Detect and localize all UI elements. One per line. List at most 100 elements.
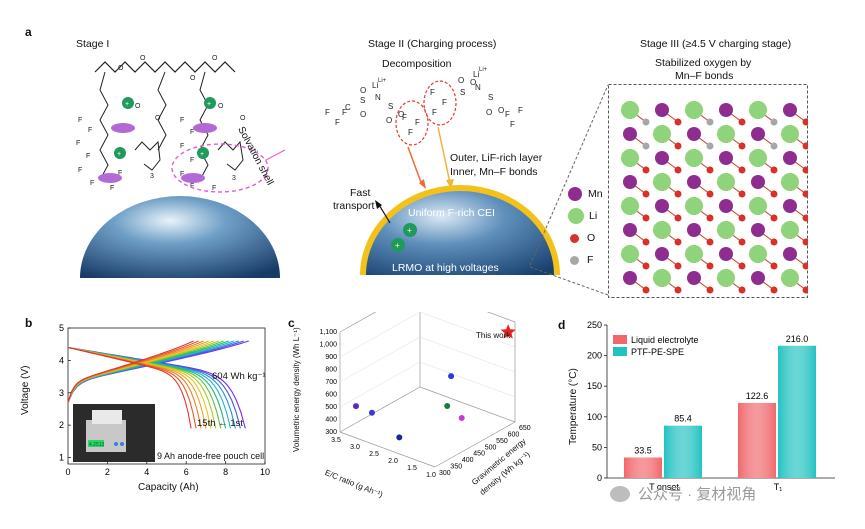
o-atom: [802, 238, 808, 246]
svg-text:F: F: [415, 118, 420, 127]
o-atom: [674, 286, 682, 294]
mn-atom: [655, 199, 669, 213]
grid-line: [339, 312, 516, 358]
z-tick-label: 400: [325, 417, 337, 424]
bar-highlight: [664, 425, 702, 478]
mn-atom: [655, 103, 669, 117]
o-atom: [770, 286, 778, 294]
li-atom: [781, 173, 799, 191]
x-tick-label: 2: [105, 467, 110, 477]
o-atom: [706, 118, 714, 126]
o-atom: [770, 238, 778, 246]
f-atom-icon: [570, 255, 579, 265]
stage3-subtitle-2: Mn–F bonds: [675, 70, 734, 82]
svg-text:F: F: [190, 129, 194, 136]
mn-atom: [719, 247, 733, 261]
o-atom: [802, 262, 808, 270]
panel-d-ylabel: Temperature (°C): [568, 368, 579, 445]
data-point: [448, 373, 455, 380]
y-tick-label: 200: [587, 351, 602, 361]
y-tick-label: 350: [450, 464, 462, 471]
svg-text:O: O: [218, 103, 224, 110]
li-atom: [685, 197, 703, 215]
svg-text:F: F: [110, 185, 114, 192]
o-atom: [674, 190, 682, 198]
grid-line: [339, 336, 516, 383]
panel-c-letter: c: [288, 316, 295, 330]
data-point: [444, 402, 451, 409]
svg-text:O: O: [486, 108, 492, 117]
mn-atom: [751, 175, 765, 189]
panel-b-ylabel: Voltage (V): [20, 365, 31, 415]
li-atom: [621, 245, 639, 263]
stage3-title: Stage III (≥4.5 V charging stage): [640, 38, 792, 50]
z-tick-label: 800: [325, 367, 337, 374]
li-atom: [621, 149, 639, 167]
panel-b-xlabel: Capacity (Ah): [138, 482, 199, 493]
legend-mn: Mn: [568, 183, 608, 205]
bar-value-label: 85.4: [674, 414, 692, 424]
svg-text:O: O: [360, 110, 366, 119]
li-atom: [749, 197, 767, 215]
svg-text:O: O: [240, 115, 246, 122]
stage2-title: Stage II (Charging process): [368, 38, 497, 50]
x-tick-label: 10: [260, 467, 270, 477]
li-atom: [685, 245, 703, 263]
o-atom: [802, 286, 808, 294]
y-tick-label: 1: [59, 453, 64, 463]
y-tick-label: 600: [508, 431, 520, 438]
mn-atom: [751, 127, 765, 141]
o-atom: [642, 190, 650, 198]
bar-highlight: [778, 345, 816, 478]
o-atom: [738, 190, 746, 198]
y-tick-label: 550: [496, 438, 508, 445]
li-atom: [717, 269, 735, 287]
y-tick-label: 450: [473, 451, 485, 458]
li-atom: [781, 269, 799, 287]
x-tick-label: 2.0: [388, 458, 398, 465]
repeat-label-1: 3: [150, 173, 154, 180]
mn-atom: [655, 247, 669, 261]
cei-label: Uniform F-rich CEI: [408, 207, 495, 219]
mn-atom: [719, 199, 733, 213]
x-tick-label: 3.5: [331, 437, 341, 444]
annot-cell: 9 Ah anode-free pouch cell: [157, 451, 265, 461]
bar-highlight: [738, 402, 776, 478]
z-tick-label: 900: [325, 354, 337, 361]
li-atom: [781, 221, 799, 239]
li-atom: [749, 101, 767, 119]
svg-text:F: F: [78, 167, 82, 174]
o-atom: [642, 286, 650, 294]
o-atom: [738, 214, 746, 222]
bar-highlight: [624, 457, 662, 478]
svg-text:N: N: [375, 93, 381, 102]
bar-value-label: 33.5: [634, 445, 652, 455]
o-atom: [706, 262, 714, 270]
svg-text:F: F: [432, 108, 437, 117]
axis-edge: [339, 312, 377, 333]
axis-edge: [486, 312, 516, 323]
svg-text:F: F: [190, 157, 194, 164]
o-atom: [802, 142, 808, 150]
data-point: [396, 434, 403, 441]
svg-text:F: F: [180, 171, 184, 178]
o-atom: [674, 142, 682, 150]
o-atom: [770, 166, 778, 174]
li-atom: [717, 173, 735, 191]
o-atom: [642, 238, 650, 246]
o-atom: [642, 142, 650, 150]
o-atom: [738, 118, 746, 126]
svg-text:F: F: [180, 143, 184, 150]
mn-atom: [687, 127, 701, 141]
decomposition-label: Decomposition: [382, 58, 452, 70]
li-plus-2: Li+: [479, 67, 488, 73]
axis-edge: [339, 386, 421, 433]
svg-text:+: +: [407, 226, 412, 235]
svg-text:F: F: [505, 110, 510, 119]
y-tick-label: 500: [485, 444, 497, 451]
mn-atom: [655, 151, 669, 165]
svg-text:+: +: [200, 151, 204, 158]
svg-text:S: S: [360, 96, 365, 105]
x-tick-label: 6: [184, 467, 189, 477]
